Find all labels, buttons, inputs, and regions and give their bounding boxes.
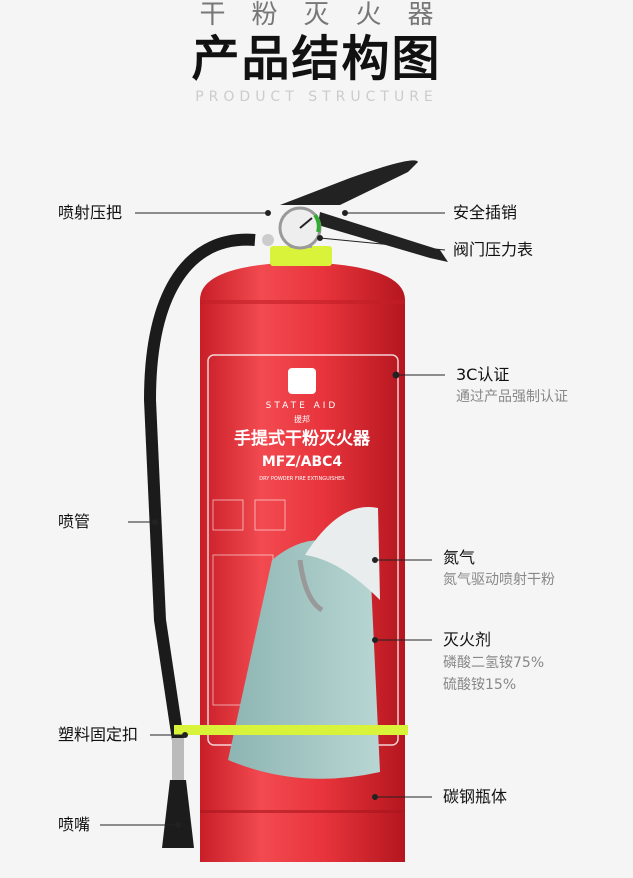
lever-bottom [318, 212, 448, 262]
bottle-product: 手提式干粉灭火器 [234, 428, 371, 449]
callout-body: 碳钢瓶体 [443, 787, 508, 806]
bottle-model: MFZ/ABC4 [262, 454, 343, 470]
callout-agent-desc1: 磷酸二氢铵75% [443, 655, 545, 671]
clip-band [174, 725, 408, 735]
siphon-tube [297, 559, 324, 613]
leader-lines [100, 210, 446, 828]
bottle-brand-en: STATE AID [266, 401, 339, 411]
bottle-product-en: DRY POWDER FIRE EXTINGUISHER [259, 476, 345, 482]
powder-cutaway [228, 540, 380, 779]
callout-hose: 喷管 [58, 512, 91, 531]
callout-gauge: 阀门压力表 [453, 240, 534, 259]
callout-agent: 灭火剂 [443, 630, 492, 649]
callout-nitrogen-desc: 氮气驱动喷射干粉 [443, 572, 555, 588]
subtitle: 干粉灭火器 [199, 0, 460, 30]
nozzle [162, 780, 194, 848]
page-title: 产品结构图 [191, 31, 442, 87]
hose [143, 233, 256, 741]
lever-top [280, 160, 418, 205]
callout-agent-desc2: 硫酸铵15% [443, 677, 517, 693]
english-subtitle: PRODUCT STRUCTURE [195, 89, 438, 105]
callout-nozzle: 喷嘴 [58, 815, 91, 834]
brand-logo [288, 368, 316, 394]
callout-cert-desc: 通过产品强制认证 [456, 389, 568, 405]
nozzle-metal [172, 738, 184, 780]
callout-clip: 塑料固定扣 [58, 725, 139, 744]
callout-pin: 安全插销 [453, 203, 518, 222]
bottle-brand-cn: 援邦 [294, 414, 310, 424]
nitrogen-cutaway [305, 506, 380, 600]
valve-collar [270, 246, 332, 266]
callout-lever: 喷射压把 [58, 203, 123, 222]
callout-nitrogen: 氮气 [443, 548, 476, 567]
callout-cert: 3C认证 [456, 365, 510, 384]
hose-connector [262, 234, 274, 246]
